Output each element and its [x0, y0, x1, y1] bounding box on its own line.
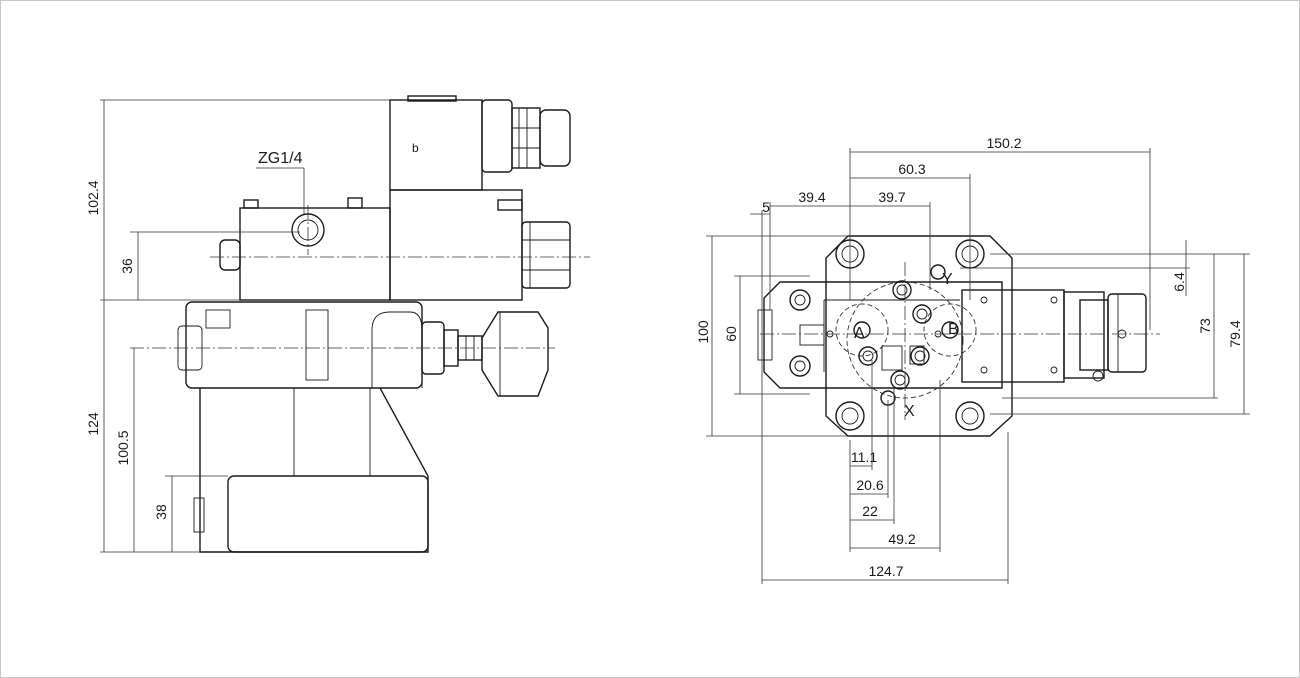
solenoid-a-connector	[521, 221, 571, 289]
side-view: ZG1/4 b 102.4 36 124 100.5 38	[85, 95, 590, 553]
dim-60: 60	[723, 326, 739, 342]
top-view: A B X Y 150.2 60.3 39.4 39.7 5 6.4 73 79…	[695, 135, 1250, 584]
dim-6-4: 6.4	[1171, 272, 1187, 292]
dim-79-4: 79.4	[1227, 320, 1243, 347]
dim-overall-length: 150.2	[986, 135, 1021, 151]
solenoid-body	[961, 289, 1065, 383]
dim-39-7: 39.7	[878, 189, 905, 205]
dim-22: 22	[862, 503, 878, 519]
dim-100: 100	[695, 320, 711, 344]
mounting-flange	[825, 235, 1013, 437]
dim-lower-height: 124	[85, 412, 101, 436]
solenoid-housing	[389, 99, 483, 191]
port-label-x: X	[904, 403, 915, 420]
solenoid-label: b	[412, 141, 419, 155]
plug-connector	[1107, 293, 1147, 373]
pilot-valve-body	[763, 281, 1003, 389]
adjust-knob	[481, 311, 549, 397]
connector-cap	[539, 109, 571, 167]
dim-port-height: 36	[119, 258, 135, 274]
dim-centerline-height: 100.5	[115, 430, 131, 465]
dim-124-7: 124.7	[868, 563, 903, 579]
port-label-y: Y	[942, 271, 953, 288]
dim-60-3: 60.3	[898, 161, 925, 177]
dim-49-2: 49.2	[888, 531, 915, 547]
main-body	[185, 301, 423, 389]
dim-5: 5	[762, 199, 770, 215]
connector-body	[481, 99, 513, 173]
pilot-body	[239, 207, 391, 301]
dim-11-1: 11.1	[851, 449, 877, 465]
dim-39-4: 39.4	[798, 189, 825, 205]
dim-20-6: 20.6	[856, 477, 883, 493]
dim-73: 73	[1197, 318, 1213, 334]
solenoid-mount	[389, 189, 523, 301]
lower-body	[199, 387, 429, 553]
port-label-zg14: ZG1/4	[258, 150, 303, 167]
port-label-b: B	[948, 321, 959, 338]
dim-base-height: 38	[153, 504, 169, 520]
port-label-a: A	[854, 325, 865, 342]
dim-overall-top-height: 102.4	[85, 180, 101, 215]
